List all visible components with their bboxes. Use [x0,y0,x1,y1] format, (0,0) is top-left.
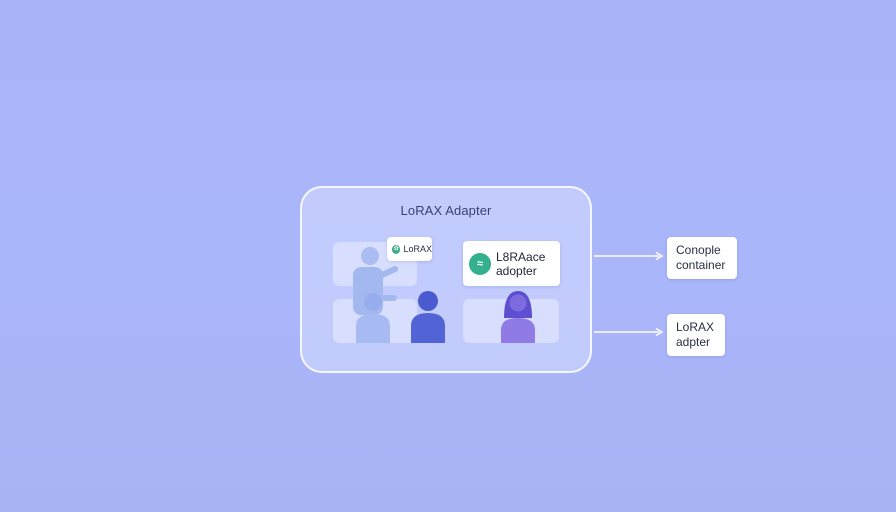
output-2-line2: adpter [676,335,711,349]
logo-card-text: L8RAace adopter [496,250,545,278]
logo-card-line1: L8RAace [496,249,546,264]
lorax-badge: ✿ LoRAX [387,237,432,261]
seated-person-light-icon [356,293,390,343]
output-box-container: Conople container [667,237,737,279]
person-purple-icon [501,291,535,343]
seated-person-dark-icon [411,291,445,343]
leaf-logo-icon: ✿ [392,244,401,254]
arrow-to-output-1 [594,251,664,261]
logo-card-line2: adopter [496,263,537,278]
arrow-to-output-2 [594,327,664,337]
output-1-line2: container [676,258,726,272]
output-1-line1: Conople [676,243,721,257]
output-box-adapter: LoRAX adpter [667,314,725,356]
adapter-logo-card: ≈ L8RAace adopter [463,241,560,286]
output-2-line1: LoRAX [676,320,715,334]
panel-title: LoRAX Adapter [400,203,492,218]
badge-label: LoRAX [403,244,432,254]
leaf-logo-icon: ≈ [469,252,491,275]
